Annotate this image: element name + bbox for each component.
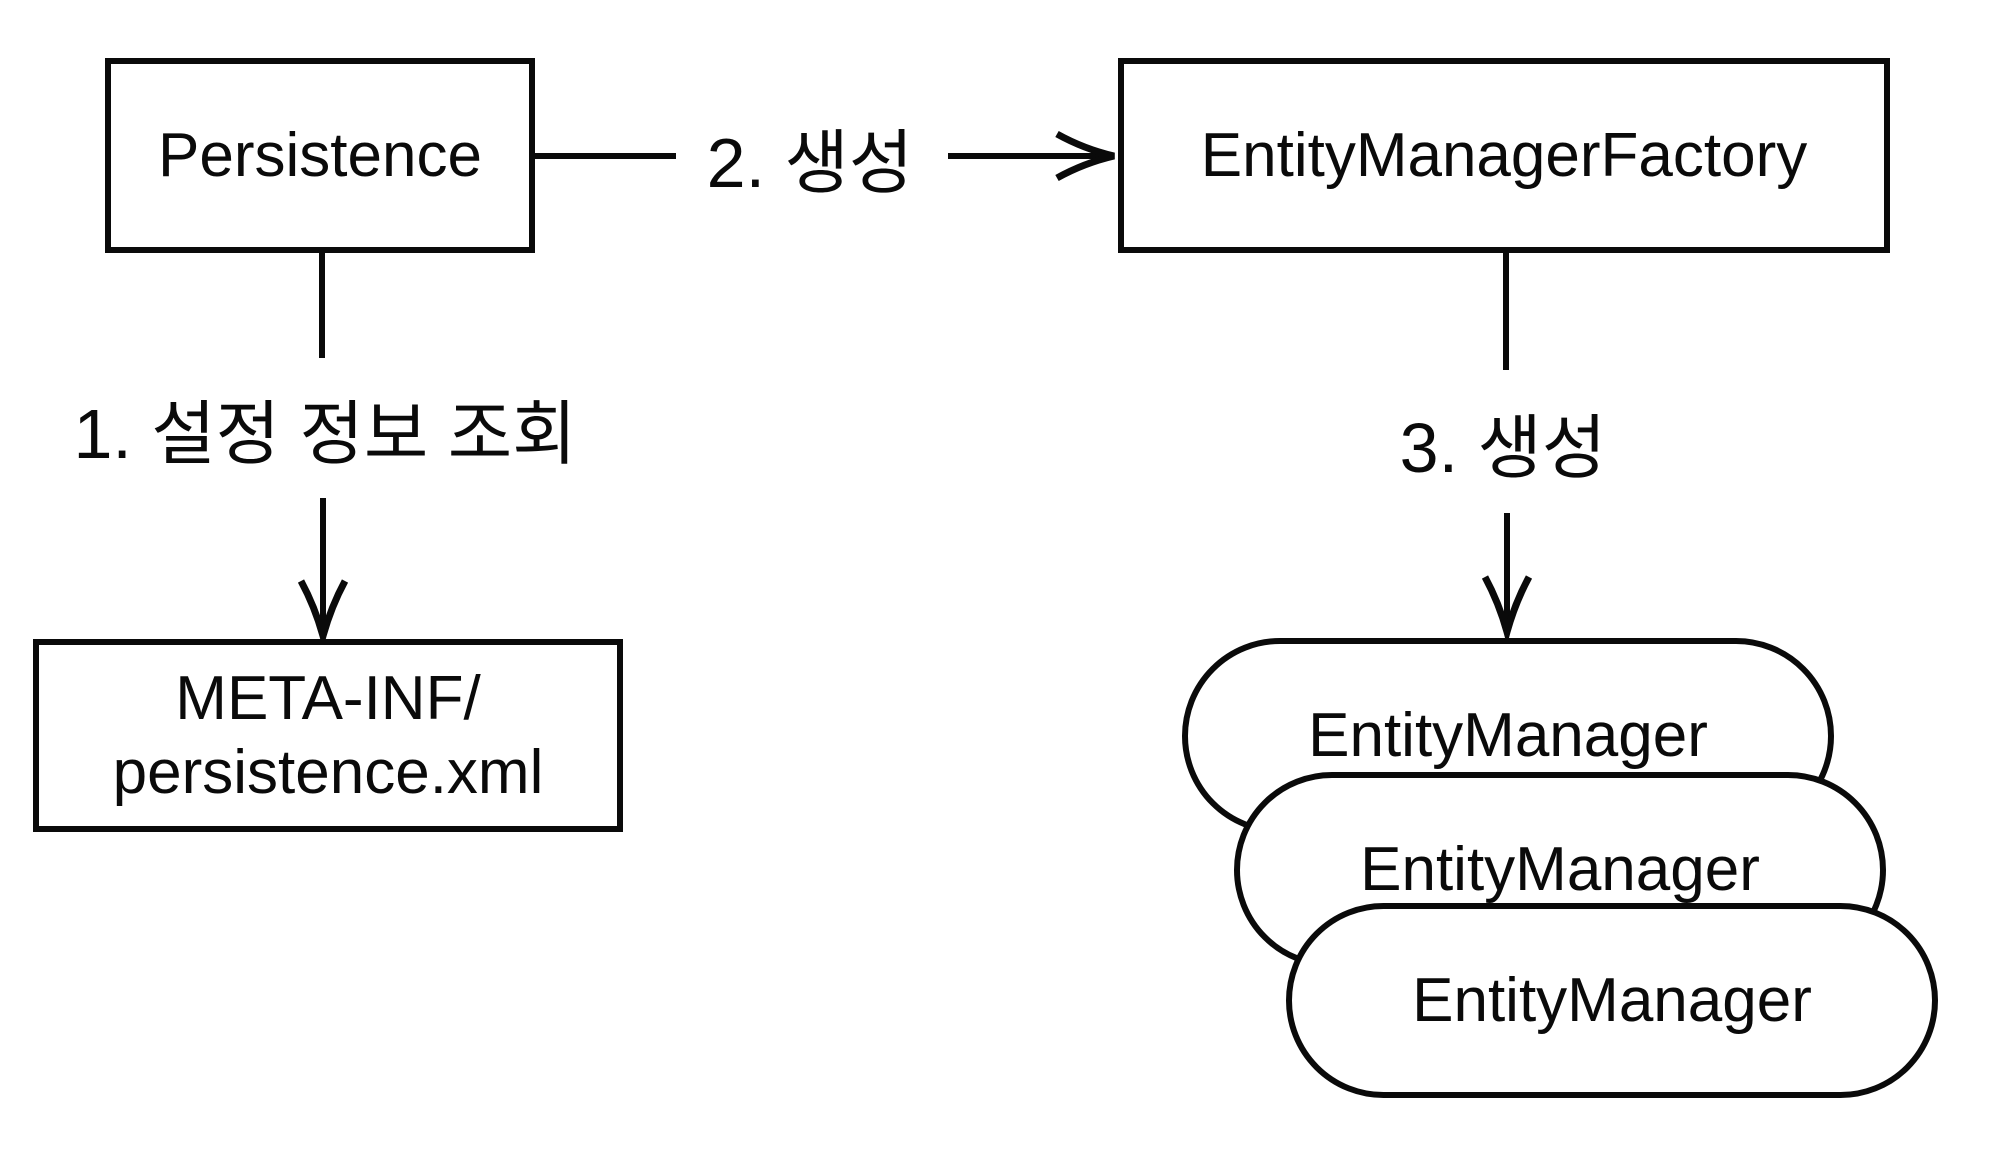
edge-step1-arrow	[297, 253, 349, 650]
entity-manager-factory-node: EntityManagerFactory	[1118, 58, 1890, 253]
persistence-xml-label-line1: META-INF/	[175, 664, 481, 734]
edge-step3-arrow	[1481, 253, 1533, 646]
persistence-xml-label-line2: persistence.xml	[112, 737, 544, 807]
edge-step1-label: 1. 설정 정보 조회	[73, 394, 577, 473]
entity-manager-factory-node-label: EntityManagerFactory	[1200, 120, 1808, 190]
entity-manager-node-3-label: EntityManager	[1412, 965, 1812, 1035]
persistence-node: Persistence	[105, 58, 535, 253]
persistence-node-label: Persistence	[158, 120, 482, 190]
persistence-xml-node-label: META-INF/ persistence.xml	[113, 662, 544, 808]
edge-step3-label: 3. 생성	[1399, 408, 1607, 487]
entity-manager-node-2-label: EntityManager	[1360, 835, 1760, 905]
edge-step2-label: 2. 생성	[706, 123, 914, 202]
entity-manager-node-3: EntityManager	[1286, 903, 1938, 1098]
edge-step2-arrow	[535, 130, 1115, 182]
persistence-xml-node: META-INF/ persistence.xml	[33, 639, 623, 832]
entity-manager-node-1-label: EntityManager	[1308, 701, 1708, 771]
